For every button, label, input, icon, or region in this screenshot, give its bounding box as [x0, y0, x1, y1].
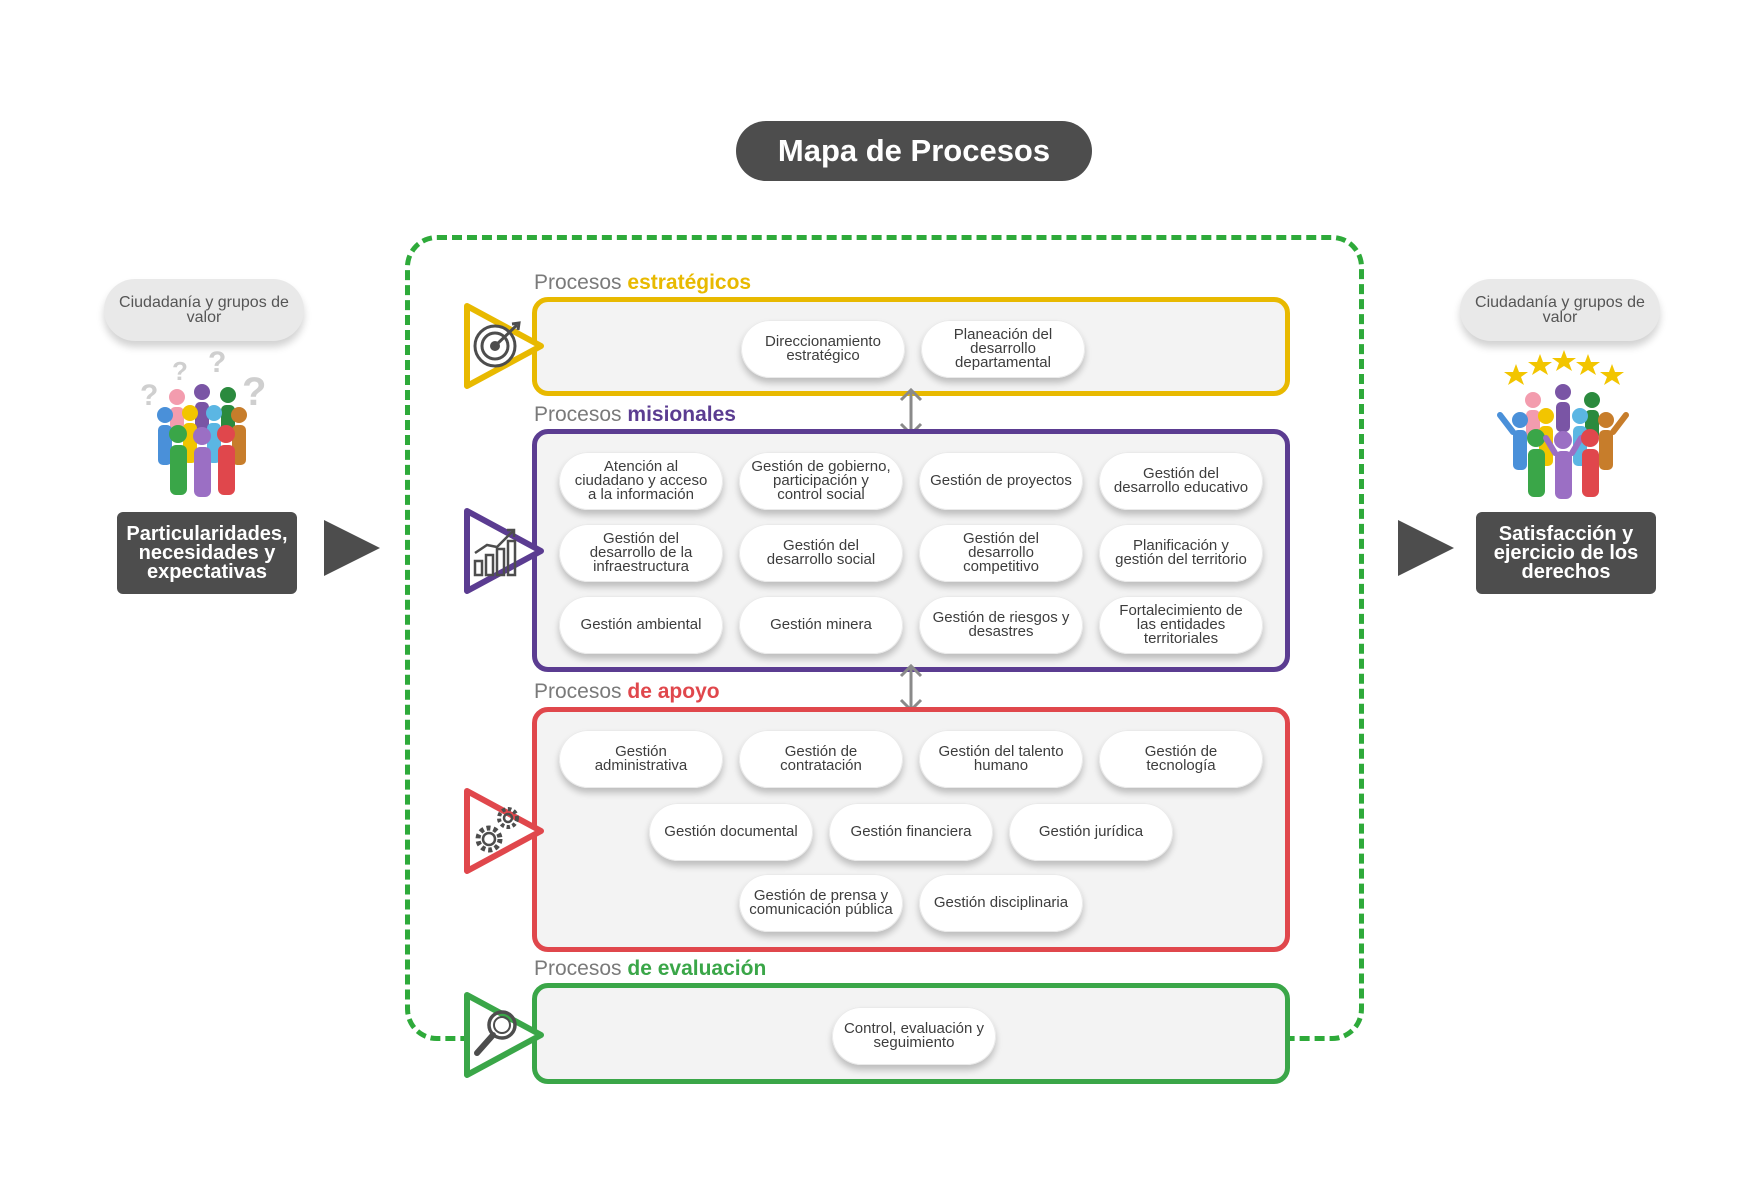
- missional-box: Atención al ciudadano y acceso a la info…: [532, 429, 1290, 672]
- process-pill[interactable]: Planeación del desarrollo departamental: [921, 320, 1085, 378]
- support-box: Gestión administrativa Gestión de contra…: [532, 707, 1290, 952]
- process-pill[interactable]: Gestión documental: [649, 803, 813, 861]
- process-pill[interactable]: Direccionamiento estratégico: [741, 320, 905, 378]
- process-pill[interactable]: Atención al ciudadano y acceso a la info…: [559, 452, 723, 510]
- svg-text:?: ?: [208, 350, 226, 379]
- process-pill[interactable]: Gestión de proyectos: [919, 452, 1083, 510]
- missional-growth-chart-icon: [464, 508, 544, 594]
- page-title: Mapa de Procesos: [736, 121, 1092, 181]
- missional-label: Procesos misionales: [534, 403, 736, 426]
- process-pill[interactable]: Gestión minera: [739, 596, 903, 654]
- evaluation-box: Control, evaluación y seguimiento: [532, 983, 1290, 1084]
- process-pill[interactable]: Fortalecimiento de las entidades territo…: [1099, 596, 1263, 654]
- process-pill[interactable]: Gestión de tecnología: [1099, 730, 1263, 788]
- svg-text:?: ?: [172, 356, 188, 386]
- process-pill[interactable]: Gestión de contratación: [739, 730, 903, 788]
- process-pill[interactable]: Gestión ambiental: [559, 596, 723, 654]
- strategic-target-icon: [464, 303, 544, 389]
- left-stakeholder-pill: Ciudadanía y grupos de valor: [104, 279, 304, 341]
- process-pill[interactable]: Planificación y gestión del territorio: [1099, 524, 1263, 582]
- process-pill[interactable]: Gestión financiera: [829, 803, 993, 861]
- process-pill[interactable]: Gestión administrativa: [559, 730, 723, 788]
- process-pill[interactable]: Gestión de prensa y comunicación pública: [739, 874, 903, 932]
- process-pill[interactable]: Control, evaluación y seguimiento: [832, 1007, 996, 1065]
- right-arrow-icon: [1398, 520, 1454, 576]
- right-outcome-box: Satisfacción y ejercicio de los derechos: [1476, 512, 1656, 594]
- strategic-label: Procesos estratégicos: [534, 271, 752, 294]
- process-pill[interactable]: Gestión de gobierno, participación y con…: [739, 452, 903, 510]
- process-pill[interactable]: Gestión de riesgos y desastres: [919, 596, 1083, 654]
- evaluation-label: Procesos de evaluación: [534, 957, 767, 980]
- right-stakeholder-pill: Ciudadanía y grupos de valor: [1460, 279, 1660, 341]
- process-pill[interactable]: Gestión del desarrollo social: [739, 524, 903, 582]
- celebrating-people-icon: [1497, 350, 1629, 499]
- process-pill[interactable]: Gestión jurídica: [1009, 803, 1173, 861]
- process-pill[interactable]: Gestión del desarrollo educativo: [1099, 452, 1263, 510]
- svg-text:?: ?: [242, 370, 266, 414]
- strategic-box: Direccionamiento estratégico Planeación …: [532, 297, 1290, 396]
- process-pill[interactable]: Gestión del desarrollo de la infraestruc…: [559, 524, 723, 582]
- questioning-people-icon: ? ? ? ?: [140, 350, 266, 497]
- support-label: Procesos de apoyo: [534, 680, 720, 703]
- process-pill[interactable]: Gestión disciplinaria: [919, 874, 1083, 932]
- svg-text:?: ?: [140, 379, 158, 412]
- evaluation-magnifier-icon: [464, 992, 544, 1078]
- left-arrow-icon: [324, 520, 380, 576]
- process-pill[interactable]: Gestión del talento humano: [919, 730, 1083, 788]
- left-needs-box: Particularidades, necesidades y expectat…: [117, 512, 297, 594]
- process-pill[interactable]: Gestión del desarrollo competitivo: [919, 524, 1083, 582]
- support-gears-icon: [464, 788, 544, 874]
